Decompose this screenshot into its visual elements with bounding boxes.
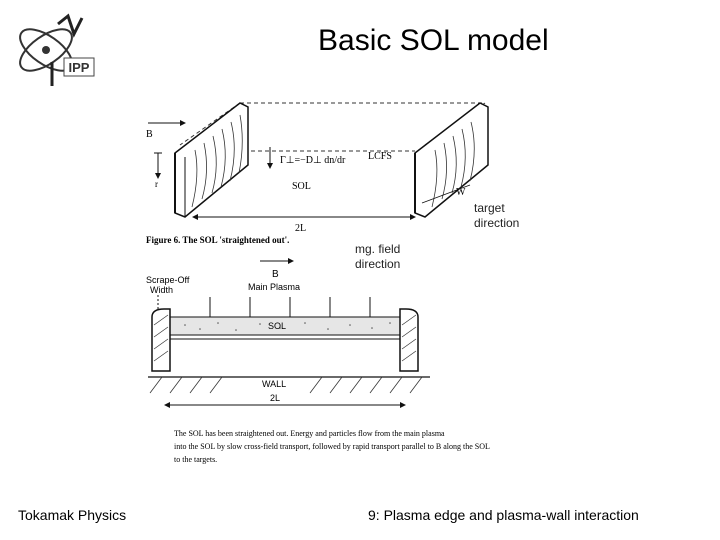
institute-logo: IPP [19, 13, 95, 86]
field-annotation-line2: direction [355, 257, 401, 271]
fig6-length-label: 2L [295, 223, 306, 234]
footer-course: Tokamak Physics [18, 507, 127, 523]
fig6-b-label: B [146, 129, 153, 140]
fig6-r-label: r [155, 179, 158, 189]
scrape-label-1: Scrape-Off [146, 275, 190, 285]
fig6-caption: Figure 6. The SOL 'straightened out'. [146, 235, 289, 245]
figure-sol-straightened: B r Γ⊥=−D⊥ dn/dr LCFS SOL W 2L Figure 6.… [146, 102, 489, 245]
target-annotation-line1: target [474, 201, 505, 215]
footer-chapter: 9: Plasma edge and plasma-wall interacti… [368, 507, 639, 523]
lower-sol-label: SOL [268, 321, 286, 331]
target-annotation-line2: direction [474, 216, 520, 230]
fig6-flux-formula: Γ⊥=−D⊥ dn/dr [280, 155, 346, 166]
main-plasma-label: Main Plasma [248, 282, 300, 292]
wall-label: WALL [262, 379, 286, 389]
lower-caption-1: The SOL has been straightened out. Energ… [174, 429, 445, 438]
lower-b-label: B [272, 269, 279, 280]
slide-title: Basic SOL model [318, 24, 549, 57]
fig6-w-label: W [456, 187, 466, 198]
field-direction-annotation: mg. field direction [355, 242, 400, 272]
lower-caption-2: into the SOL by slow cross-field transpo… [174, 442, 490, 451]
target-direction-annotation: target direction [474, 201, 519, 231]
field-annotation-line1: mg. field [355, 242, 401, 256]
scrape-label-2: Width [150, 285, 173, 295]
fig6-sol-label: SOL [292, 181, 311, 192]
figure-sol-cross-section: B Scrape-Off Width Main Plasma SOL WALL … [146, 258, 490, 464]
logo-text: IPP [69, 60, 90, 75]
fig6-lcfs-label: LCFS [368, 151, 392, 162]
lower-length-label: 2L [270, 393, 280, 403]
lower-caption-3: to the targets. [174, 455, 217, 464]
